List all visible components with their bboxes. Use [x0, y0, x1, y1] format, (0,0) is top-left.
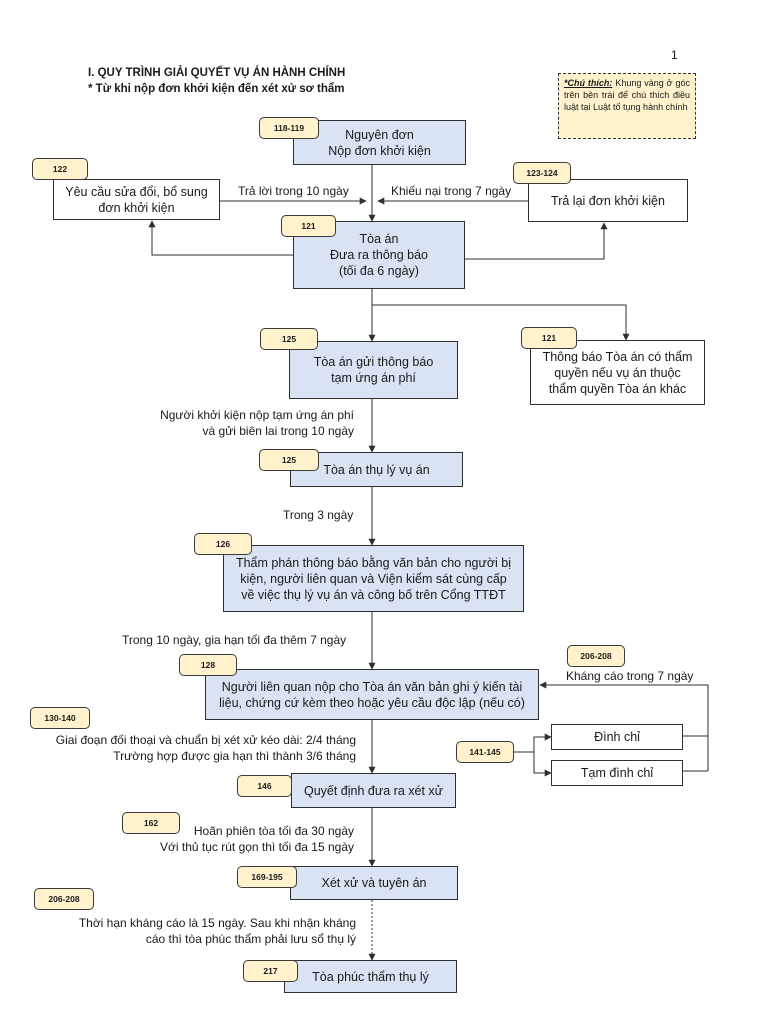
- arrow-to-tamdinhchi: [499, 751, 552, 777]
- edge-label-line: Với thủ tục rút gọn thì tối đa 15 ngày: [160, 840, 354, 854]
- amend-request-line: Yêu cầu sửa đổi, bổ sung: [65, 184, 208, 199]
- case-acceptance-line: Tòa án thụ lý vụ án: [323, 462, 430, 477]
- page-subtitle: * Từ khi nộp đơn khởi kiện đến xét xử sơ…: [88, 83, 345, 95]
- edge-label-appeal-7-days: Kháng cáo trong 7 ngày: [566, 669, 694, 683]
- trial-verdict-line: Xét xử và tuyên án: [321, 876, 427, 890]
- temporary-suspension-line: Tạm đình chỉ: [580, 766, 654, 780]
- related-party-box: Người liên quan nộp cho Tòa án văn bản g…: [205, 669, 539, 720]
- edge-label-line: Trường hợp được gia hạn thì thành 3/6 th…: [113, 749, 356, 763]
- edge-label-line: và gửi biên lai trong 10 ngày: [202, 424, 354, 438]
- jurisdiction-line: Thông báo Tòa án có thẩm: [542, 349, 693, 364]
- article-tag: 125: [259, 449, 319, 471]
- related-party-line: Người liên quan nộp cho Tòa án văn bản g…: [221, 679, 523, 694]
- arrow-khangcao-lienquan: [539, 681, 709, 771]
- fee-advance-box: Tòa án gửi thông báo tạm ứng án phí: [289, 341, 458, 399]
- arrow-toaan-suadoi: [148, 220, 293, 256]
- trial-decision-box: Quyết định đưa ra xét xử: [291, 773, 456, 808]
- article-tag: 118-119: [259, 117, 319, 139]
- plaintiff-line: Nguyên đơn: [345, 127, 414, 142]
- jurisdiction-box: Thông báo Tòa án có thẩm quyền nếu vụ án…: [530, 340, 705, 405]
- article-tag: 123-124: [513, 162, 571, 184]
- trial-verdict-box: Xét xử và tuyên án: [290, 866, 458, 900]
- related-party-line: liệu, chứng cứ kèm theo hoặc yêu cầu độc…: [219, 695, 525, 710]
- edge-label-line: Hoãn phiên tòa tối đa 30 ngày: [193, 824, 354, 838]
- legend-note-label: *Chú thích:: [564, 78, 613, 88]
- legend-note-text: Khung vàng ở góc trên bên trái để chú th…: [564, 78, 690, 112]
- page-number: 1: [671, 48, 678, 62]
- suspension-box: Đình chỉ: [551, 724, 683, 750]
- court-notice-line: Đưa ra thông báo: [329, 248, 429, 262]
- arrow-toaan-thamquyen: [372, 304, 630, 341]
- article-tag: 206-208: [34, 888, 94, 910]
- plaintiff-line: Nộp đơn khởi kiện: [328, 143, 431, 158]
- amend-request-line: đơn khởi kiện: [98, 200, 175, 215]
- edge-label-fee-payment: Người khởi kiện nộp tạm ứng án phí và gử…: [160, 407, 354, 439]
- article-tag: 126: [194, 533, 252, 555]
- court-notice-line: (tối đa 6 ngày): [339, 264, 419, 278]
- edge-label-complaint: Khiếu nại trong 7 ngày: [391, 184, 512, 198]
- article-tag: 121: [521, 327, 577, 349]
- article-tag: 122: [32, 158, 88, 180]
- edge-label-line: Người khởi kiện nộp tạm ứng án phí: [160, 408, 354, 422]
- arrow-toaan-tralai: [465, 222, 608, 260]
- article-tag: 206-208: [567, 645, 625, 667]
- judge-notice-box: Thẩm phán thông báo bằng văn bản cho ngư…: [223, 545, 524, 612]
- edge-label-reply: Trả lời trong 10 ngày: [238, 184, 349, 198]
- edge-label-3-days: Trong 3 ngày: [283, 508, 354, 522]
- plaintiff-box: Nguyên đơn Nộp đơn khởi kiện: [293, 120, 466, 165]
- article-tag: 128: [179, 654, 237, 676]
- article-tag: 146: [237, 775, 292, 797]
- edge-label-line: Thời hạn kháng cáo là 15 ngày. Sau khi n…: [78, 916, 356, 930]
- article-tag: 162: [122, 812, 180, 834]
- judge-notice-line: kiện, người liên quan và Viện kiểm sát c…: [240, 571, 507, 586]
- judge-notice-line: Thẩm phán thông báo bằng văn bản cho ngư…: [235, 555, 512, 570]
- edge-label-postponement: Hoãn phiên tòa tối đa 30 ngày Với thủ tụ…: [160, 823, 354, 855]
- jurisdiction-line: thẩm quyền Tòa án khác: [548, 381, 687, 396]
- article-tag: 217: [243, 960, 298, 982]
- return-complaint-line: Trả lại đơn khởi kiện: [551, 193, 665, 208]
- amend-request-box: Yêu cầu sửa đổi, bổ sung đơn khởi kiện: [53, 179, 220, 220]
- court-notice-line: Tòa án: [359, 232, 399, 246]
- edge-label-line: Giai đoạn đối thoại và chuẩn bị xét xử k…: [55, 733, 356, 747]
- legend-note: *Chú thích: Khung vàng ở góc trên bên tr…: [558, 73, 696, 139]
- trial-decision-line: Quyết định đưa ra xét xử: [303, 783, 444, 798]
- fee-advance-line: tạm ứng án phí: [331, 371, 416, 385]
- article-tag: 169-195: [237, 866, 297, 888]
- edge-label-dialogue-period: Giai đoạn đối thoại và chuẩn bị xét xử k…: [56, 732, 356, 764]
- return-complaint-box: Trả lại đơn khởi kiện: [528, 179, 688, 222]
- fee-advance-line: Tòa án gửi thông báo: [313, 355, 434, 369]
- appeal-court-line: Tòa phúc thẩm thụ lý: [312, 969, 429, 984]
- judge-notice-line: về việc thụ lý vụ án và công bố trên Cổn…: [241, 587, 506, 602]
- page-title: I. QUY TRÌNH GIẢI QUYẾT VỤ ÁN HÀNH CHÍNH: [88, 67, 346, 79]
- article-tag: 125: [260, 328, 318, 350]
- article-tag: 130-140: [30, 707, 90, 729]
- article-tag: 141-145: [456, 741, 514, 763]
- suspension-line: Đình chỉ: [594, 730, 640, 744]
- appeal-court-box: Tòa phúc thẩm thụ lý: [284, 960, 457, 993]
- temporary-suspension-box: Tạm đình chỉ: [551, 760, 683, 786]
- edge-label-appeal-period: Thời hạn kháng cáo là 15 ngày. Sau khi n…: [79, 915, 356, 947]
- jurisdiction-line: quyền nếu vụ án thuộc: [554, 365, 681, 380]
- edge-label-10-days: Trong 10 ngày, gia hạn tối đa thêm 7 ngà…: [122, 633, 347, 647]
- edge-label-line: cáo thì tòa phúc thẩm phải lưu sổ thụ lý: [145, 932, 356, 946]
- article-tag: 121: [281, 215, 336, 237]
